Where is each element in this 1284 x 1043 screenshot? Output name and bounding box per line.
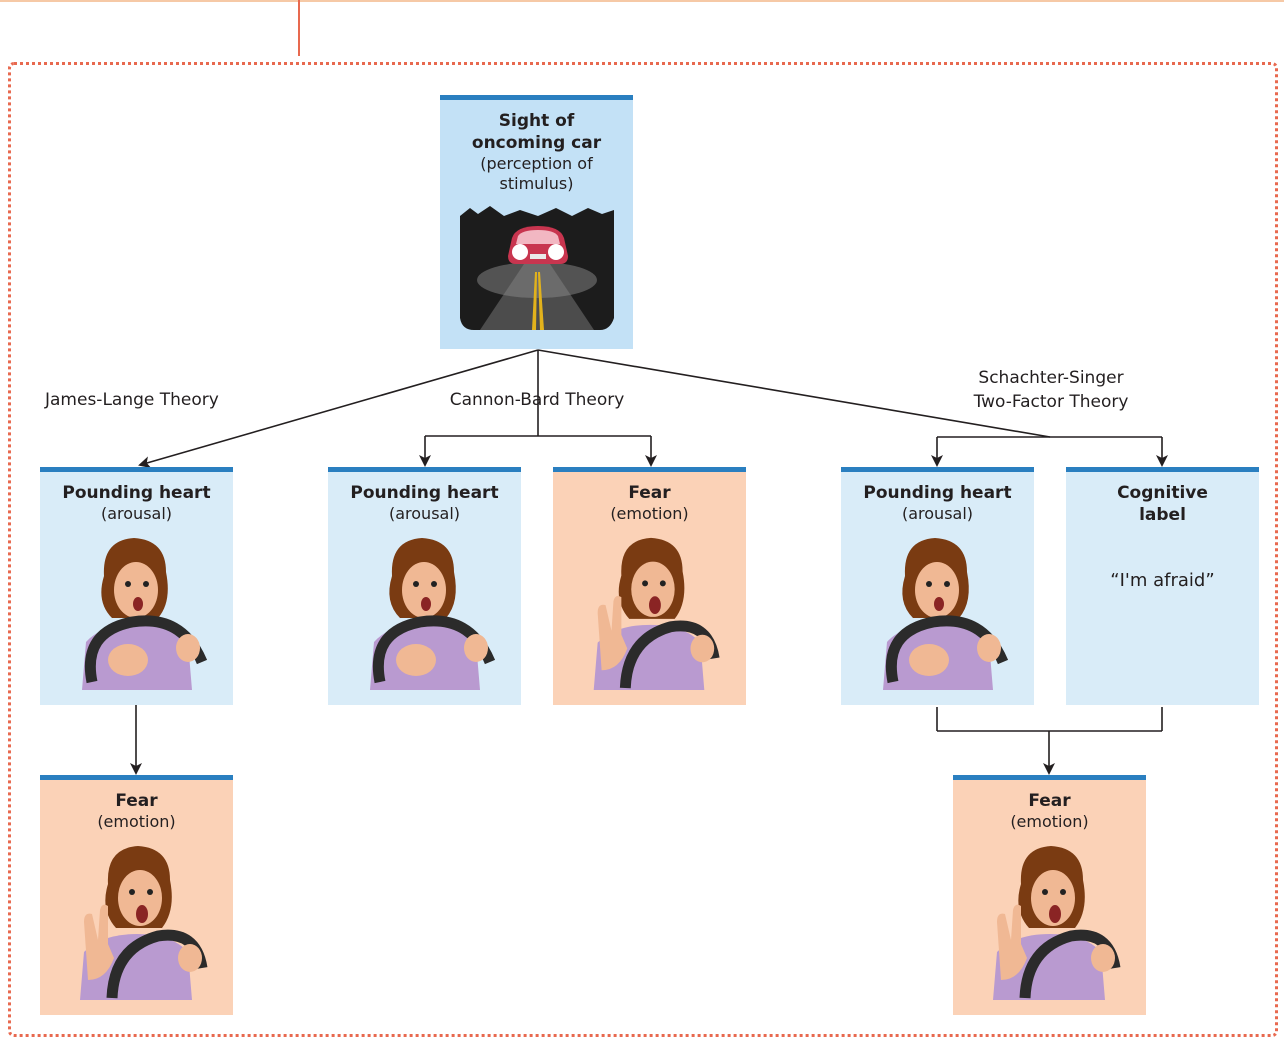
ss-cognitive-label-box: Cognitive label “I'm afraid” xyxy=(1066,467,1259,705)
top-rule xyxy=(0,0,1284,2)
cb-arousal-title: Pounding heart xyxy=(350,483,499,503)
aroused-driver-image xyxy=(81,538,207,690)
ss-fear-subtitle: (emotion) xyxy=(1010,812,1089,831)
ss-fear-box: Fear (emotion) xyxy=(953,775,1146,1015)
jl-arousal-box: Pounding heart (arousal) xyxy=(40,467,233,705)
stimulus-box: Sight of oncoming car (perception of sti… xyxy=(440,95,633,349)
cb-arousal-box: Pounding heart (arousal) xyxy=(328,467,521,705)
ss-cognitive-label-title: Cognitive label xyxy=(1117,483,1208,525)
cb-fear-subtitle: (emotion) xyxy=(610,504,689,523)
arrow-to-jl-arousal xyxy=(138,349,539,468)
cb-fear-title: Fear xyxy=(628,483,671,503)
frightened-driver-image xyxy=(79,846,207,1000)
theory-label-cannon-bard: Cannon-Bard Theory xyxy=(449,390,625,410)
jl-fear-box: Fear (emotion) xyxy=(40,775,233,1015)
stimulus-title: Sight of oncoming car xyxy=(471,111,602,153)
theory-label-schachter-singer-line2: Two-Factor Theory xyxy=(973,392,1129,412)
ss-arousal-title: Pounding heart xyxy=(863,483,1012,503)
stimulus-subtitle: (perception of stimulus) xyxy=(480,154,593,193)
ss-cognitive-label-quote: “I'm afraid” xyxy=(1110,570,1215,591)
aroused-driver-image xyxy=(882,538,1008,690)
jl-fear-title: Fear xyxy=(115,791,158,811)
jl-arousal-subtitle: (arousal) xyxy=(100,504,173,523)
jl-arousal-title: Pounding heart xyxy=(62,483,211,503)
theory-label-schachter-singer-line1: Schachter-Singer xyxy=(978,368,1124,388)
dotted-frame xyxy=(8,62,1278,1037)
top-connector xyxy=(298,0,300,56)
ss-arousal-subtitle: (arousal) xyxy=(901,504,974,523)
oncoming-car-image xyxy=(459,206,614,330)
cb-fear-box: Fear (emotion) xyxy=(553,467,746,705)
frightened-driver-image xyxy=(992,846,1120,1000)
ss-fear-title: Fear xyxy=(1028,791,1071,811)
line-to-ss-branch xyxy=(537,349,1051,438)
theory-label-james-lange: James-Lange Theory xyxy=(45,390,219,410)
aroused-driver-image xyxy=(369,538,495,690)
theory-label-schachter-singer: Schachter-Singer Two-Factor Theory xyxy=(958,366,1144,414)
frightened-driver-image xyxy=(593,537,720,690)
ss-arousal-box: Pounding heart (arousal) xyxy=(841,467,1034,705)
cb-arousal-subtitle: (arousal) xyxy=(388,504,461,523)
jl-fear-subtitle: (emotion) xyxy=(97,812,176,831)
